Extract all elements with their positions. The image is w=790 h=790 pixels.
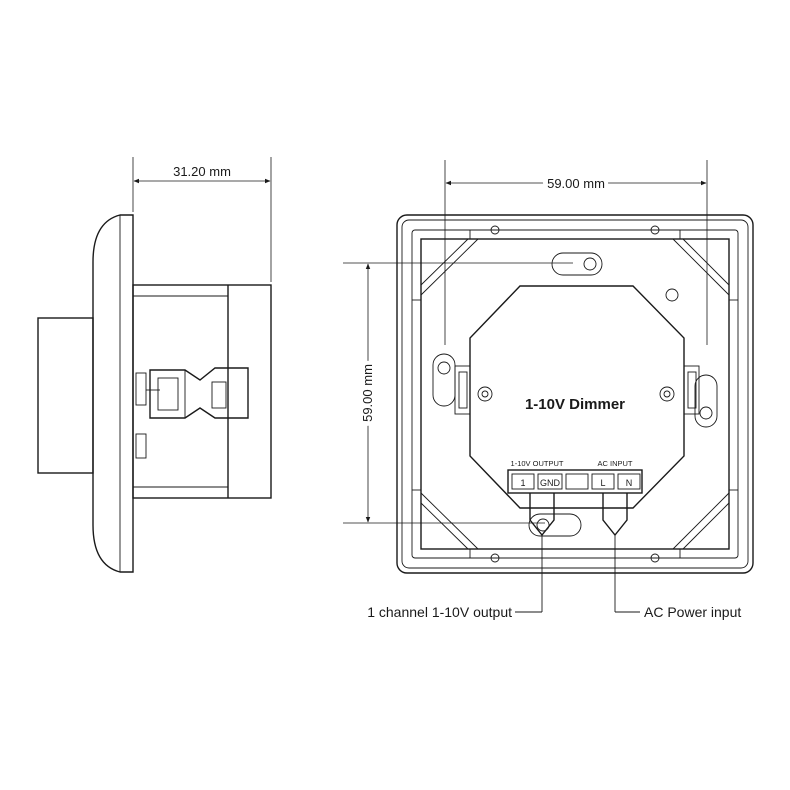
- screw-left: [477, 386, 493, 402]
- front-view: 59.00 mm 59.00 mm: [343, 160, 754, 613]
- front-height-label: 59.00 mm: [360, 364, 375, 422]
- terminal-n: N: [626, 478, 633, 488]
- device-title: 1-10V Dimmer: [525, 396, 625, 413]
- input-group-label: AC INPUT: [597, 459, 632, 468]
- terminal-1: 1: [520, 478, 525, 488]
- side-width-dimension: 31.20 mm: [132, 157, 272, 282]
- side-width-label: 31.20 mm: [173, 164, 231, 179]
- screw-right: [659, 386, 675, 402]
- right-clip: [683, 365, 700, 415]
- output-group-label: 1-10V OUTPUT: [511, 459, 564, 468]
- terminal-gnd: GND: [540, 478, 561, 488]
- front-width-label: 59.00 mm: [547, 176, 605, 191]
- left-clip: [454, 365, 471, 415]
- terminal-l: L: [600, 478, 605, 488]
- input-callout: AC Power input: [644, 604, 741, 620]
- side-view: 31.20 mm: [37, 157, 272, 573]
- output-callout: 1 channel 1-10V output: [367, 604, 512, 620]
- front-height-dimension: 59.00 mm: [343, 262, 573, 524]
- terminal-block: 1-10V OUTPUT AC INPUT 1 GND L N: [507, 459, 643, 494]
- front-width-dimension: 59.00 mm: [444, 160, 708, 345]
